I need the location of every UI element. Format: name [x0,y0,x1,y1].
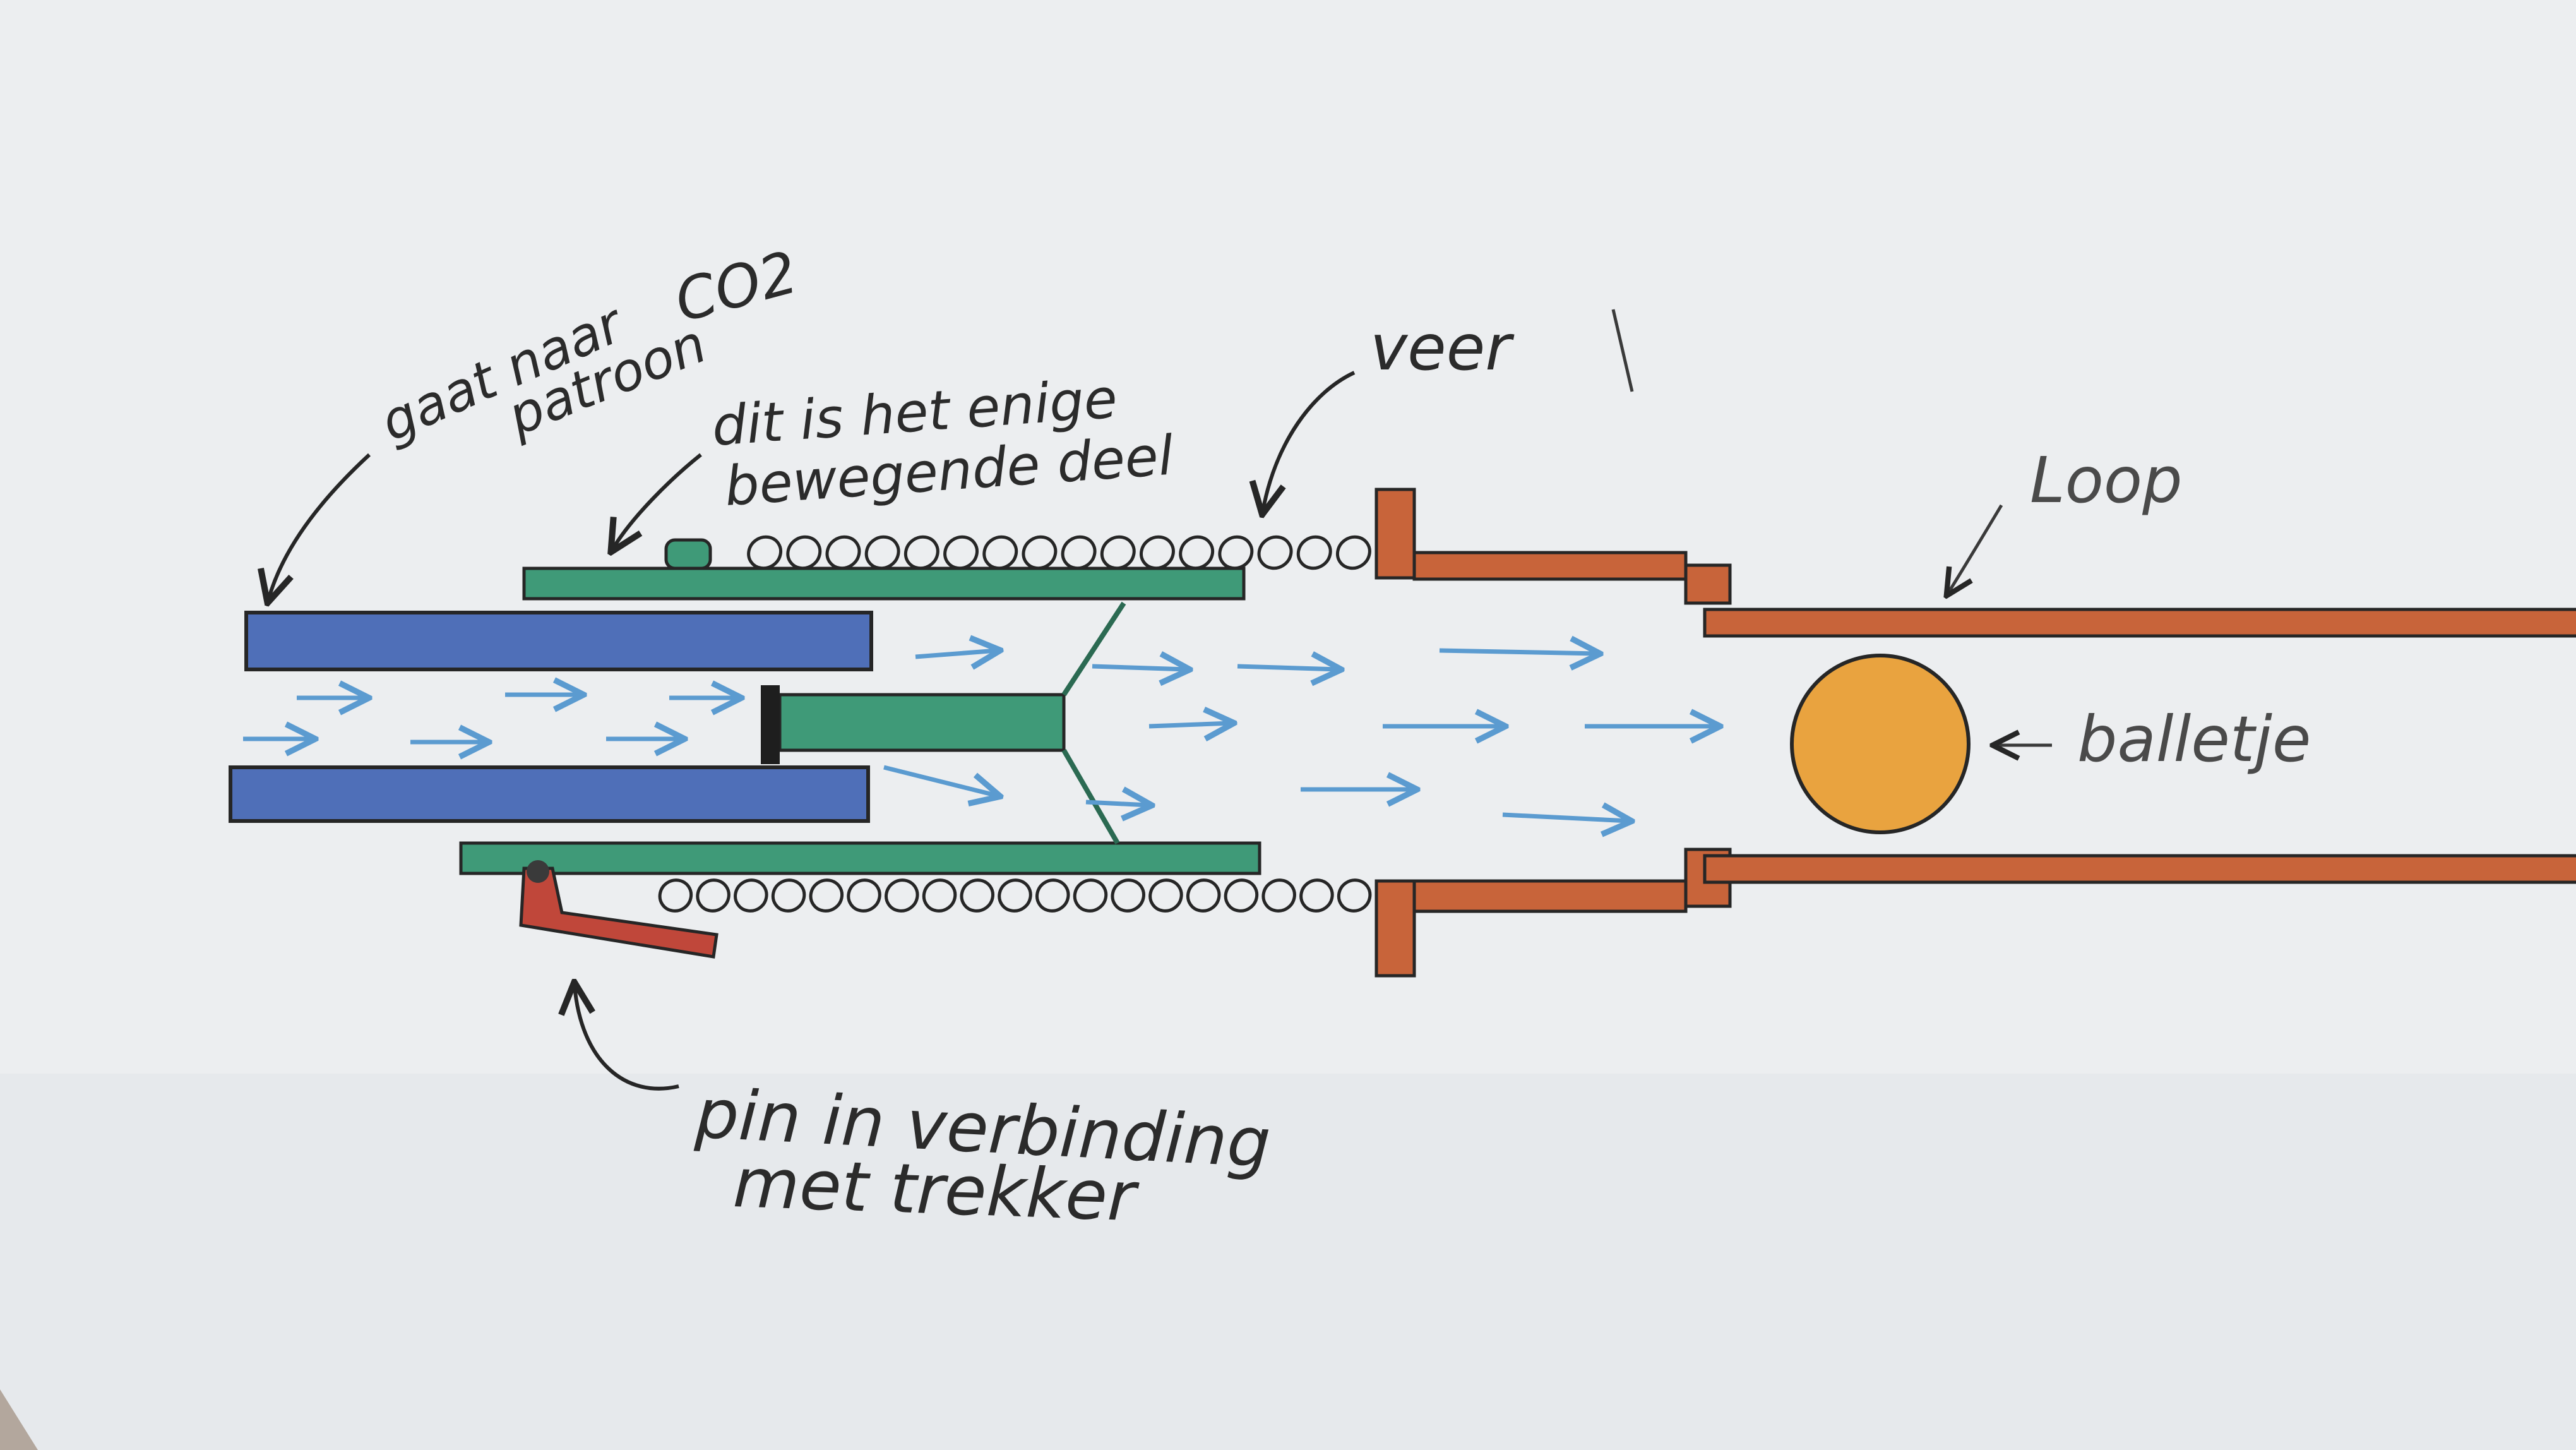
label-spring: veer [1370,311,1515,385]
coil-icon [903,535,939,570]
arrow-pointer-icon [612,453,702,549]
coil-icon [1140,535,1175,570]
barrel-flange-top [1374,488,1416,580]
coil-icon [1148,878,1183,913]
moving-part-lower-rail [459,841,1261,875]
arrow-right-icon [915,650,998,657]
coil-icon [998,878,1032,913]
arrow-pointer-icon [1948,504,2003,594]
coil-icon [1061,535,1097,570]
coil-icon [658,878,693,913]
coil-icon [1299,878,1334,913]
coil-icon [1179,535,1215,570]
spring-lower [658,878,1372,913]
coil-icon [1335,535,1371,570]
coil-icon [734,878,768,913]
coil-icon [696,878,730,913]
coil-icon [943,535,979,570]
coil-icon [1261,878,1296,913]
coil-icon [982,535,1018,570]
coil-icon [1257,535,1293,570]
coil-icon [809,878,844,913]
co2-tube-upper-wall [244,611,873,671]
arrow-right-icon [1085,802,1149,805]
trigger-pin [519,866,719,959]
arrow-pointer-icon [1263,371,1356,512]
barrel-flange-bottom [1374,879,1416,978]
barrel-chamber-bottom [1412,879,1688,913]
moving-part [459,538,1261,875]
coil-icon [1073,878,1108,913]
coil-icon [922,878,957,913]
coil-icon [1022,535,1058,570]
coil-icon [1111,878,1145,913]
paper-shade [0,1074,2576,1450]
coil-icon [1224,878,1259,913]
barrel [1374,488,2576,978]
coil-icon [1296,535,1332,570]
label-moving-part: dit is het enige bewegende deel [710,367,1175,518]
pencil-stroke [1611,309,1634,392]
label-barrel: Loop [2030,443,2183,517]
coil-icon [1218,535,1254,570]
gas-flow-arrows [243,650,1717,821]
coil-icon [771,878,806,913]
coil-icon [825,535,861,570]
spring-upper [747,535,1371,570]
valve-plug-seal [761,685,780,764]
trigger-pin-pivot [527,860,549,883]
coil-icon [1100,535,1136,570]
coil-icon [747,535,783,570]
coil-icon [1035,878,1070,913]
barrel-tube-bottom [1703,854,2576,884]
coil-icon [1337,878,1372,913]
barrel-step-top [1684,563,1732,605]
arrow-right-icon [1502,815,1629,821]
arrow-pointer-icon [575,985,679,1091]
arrow-pointer-icon [268,453,371,600]
coil-icon [1186,878,1221,913]
arrow-right-icon [883,765,998,796]
valve-strut-lower [1061,748,1120,845]
moving-part-upper-rail [522,566,1246,601]
arrow-right-icon [1237,666,1339,669]
barrel-chamber-top [1412,551,1688,581]
arrow-right-icon [1092,666,1187,669]
coil-icon [786,535,822,570]
label-ball: balletje [2077,702,2311,776]
valve-strut-upper [1061,601,1126,697]
ball [1790,654,1971,834]
coil-icon [885,878,919,913]
coil-icon [960,878,994,913]
co2-tube [229,611,873,823]
arrow-right-icon [1439,650,1597,654]
coil-icon [847,878,881,913]
moving-part-nub [664,538,712,570]
barrel-tube-top [1703,608,2576,638]
arrow-right-icon [1148,723,1231,726]
label-pin-line2: met trekker [732,1144,1140,1237]
co2-tube-lower-wall [229,765,870,823]
valve-plug [778,693,1066,752]
coil-icon [864,535,900,570]
